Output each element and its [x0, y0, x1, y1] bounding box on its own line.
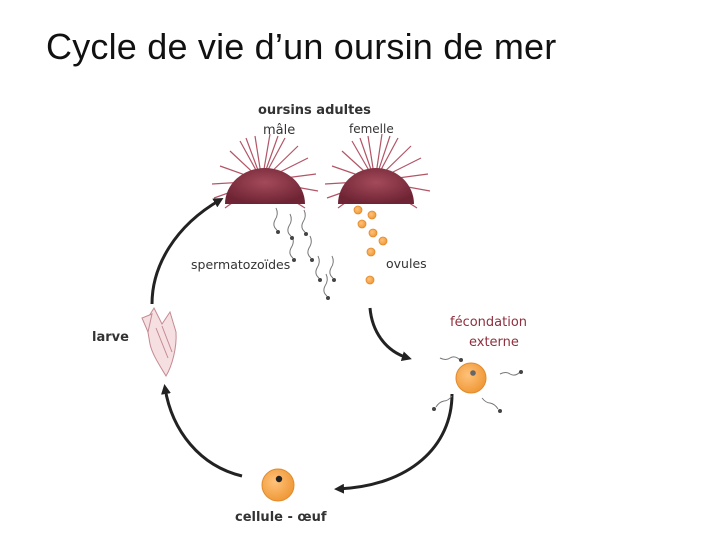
- larva-icon: [141, 306, 177, 377]
- zygote-label: cellule - œuf: [235, 510, 327, 525]
- adults-label: oursins adultes: [258, 103, 371, 118]
- female-label: femelle: [349, 122, 394, 136]
- cycle-arrow-icon: [150, 197, 454, 494]
- sperm-icon: [273, 207, 334, 297]
- diagram-canvas: [141, 133, 523, 502]
- egg-icon: [353, 205, 388, 285]
- fertilization-label-line1: fécondation: [450, 315, 528, 330]
- male-label: mâle: [263, 123, 296, 138]
- female-urchin-icon: [324, 133, 431, 209]
- fertilization-label-line2: externe: [469, 335, 519, 350]
- eggs-label: ovules: [386, 256, 427, 271]
- fertilized-egg-icon: [432, 356, 523, 413]
- sperm-label: spermatozoïdes: [191, 257, 291, 272]
- male-urchin-icon: [211, 133, 319, 209]
- slide-title: Cycle de vie d’un oursin de mer: [46, 26, 557, 67]
- larva-label: larve: [92, 330, 129, 345]
- zygote-icon: [261, 468, 295, 502]
- life-cycle-diagram: oursins adultes mâle femelle spermatozoï…: [80, 96, 565, 540]
